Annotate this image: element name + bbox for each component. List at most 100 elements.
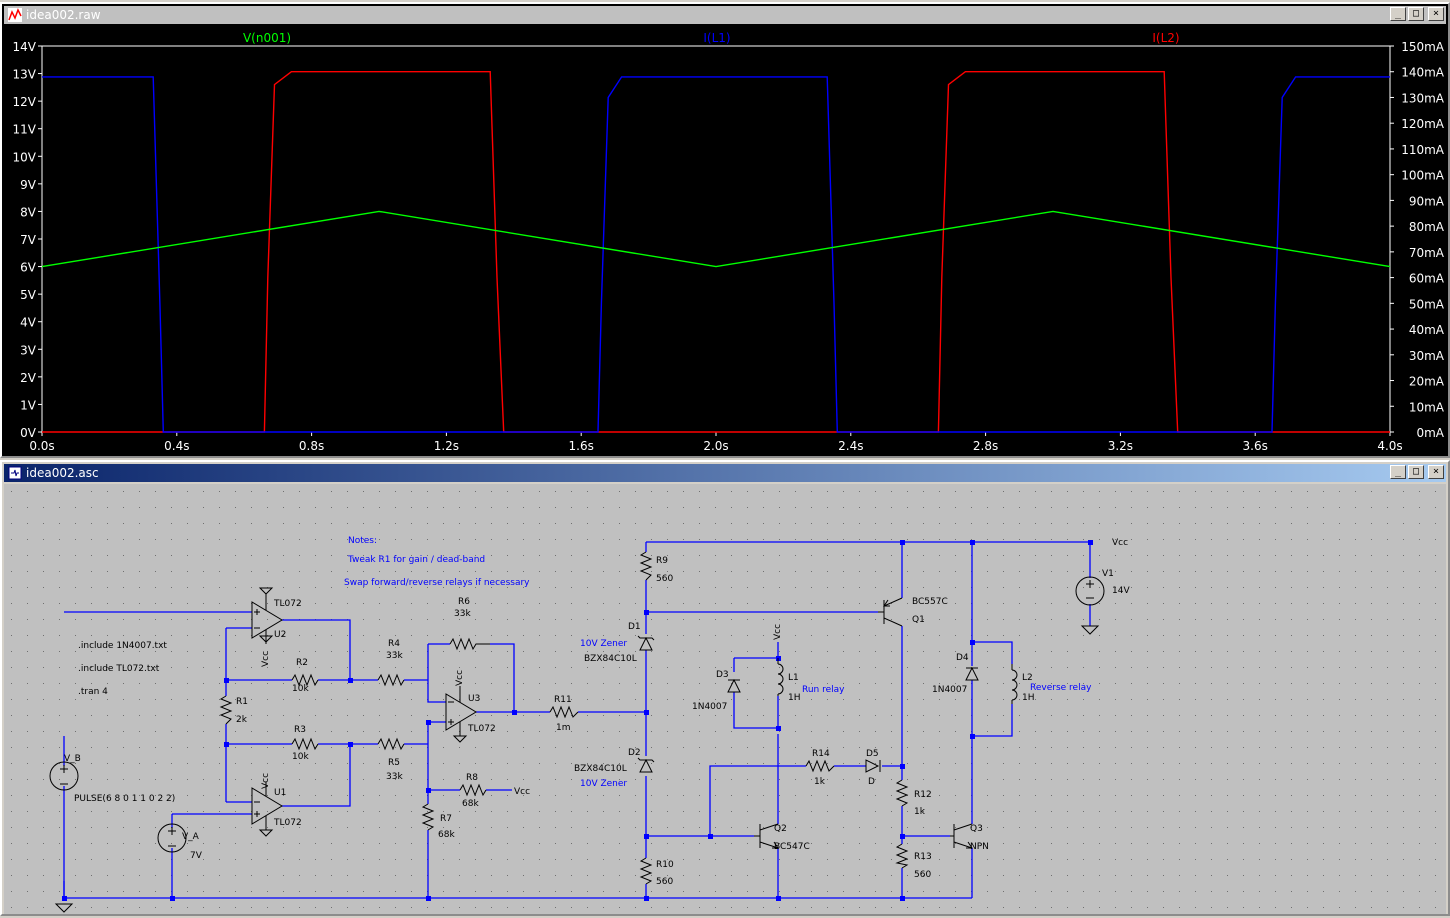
- transistor-q2: [754, 823, 779, 849]
- v1-label: V1: [1102, 569, 1114, 579]
- x-tick-label: 3.2s: [1108, 439, 1133, 453]
- r8-label: R8: [466, 773, 478, 783]
- maximize-button[interactable]: □: [1408, 465, 1424, 479]
- left-tick-label: 4V: [20, 316, 37, 330]
- right-tick-label: 60mA: [1409, 272, 1445, 286]
- directive-tran[interactable]: .tran 4: [78, 687, 108, 697]
- r7-label: R7: [440, 814, 452, 824]
- right-tick-label: 150mA: [1401, 40, 1445, 54]
- schematic-window[interactable]: idea002.asc _ □ ×: [0, 460, 1450, 916]
- x-tick-label: 0.8s: [299, 439, 324, 453]
- source-va: [157, 823, 187, 853]
- r5-label: R5: [388, 758, 400, 768]
- minimize-button[interactable]: _: [1390, 7, 1406, 21]
- q3-model: NPN: [970, 842, 989, 852]
- l1-value: 1H: [788, 693, 801, 703]
- x-tick-label: 0.4s: [164, 439, 189, 453]
- u2-model: TL072: [273, 599, 302, 609]
- r9-value: 560: [656, 574, 673, 584]
- vb-value[interactable]: PULSE(6 8 0 1 1 0 2 2): [74, 794, 175, 804]
- r1-value: 2k: [236, 715, 248, 725]
- source-v1: [1075, 576, 1105, 606]
- u1-model: TL072: [273, 818, 302, 828]
- right-tick-label: 30mA: [1409, 349, 1445, 363]
- traces: [41, 71, 1391, 433]
- vb-label: V_B: [64, 754, 81, 764]
- r1-label: R1: [236, 697, 248, 707]
- right-tick-label: 50mA: [1409, 297, 1445, 311]
- legend-v-n001[interactable]: V(n001): [243, 31, 291, 45]
- u1-label: U1: [274, 788, 286, 798]
- d4-model: 1N4007: [932, 685, 967, 695]
- u3-vcc-label: Vcc: [455, 670, 465, 686]
- left-tick-label: 2V: [20, 371, 37, 385]
- components: [49, 551, 1105, 913]
- right-tick-label: 0mA: [1416, 426, 1444, 440]
- plot-window-titlebar[interactable]: idea002.raw _ □ ×: [4, 6, 1446, 24]
- right-tick-label: 110mA: [1401, 143, 1445, 157]
- legend-i-l1[interactable]: I(L1): [703, 31, 730, 45]
- resistor-r2: [291, 673, 319, 687]
- inductor-l2: [1011, 664, 1018, 704]
- ground-main: [54, 903, 74, 913]
- left-tick-label: 11V: [13, 123, 37, 137]
- close-button[interactable]: ×: [1428, 7, 1444, 21]
- minimize-button[interactable]: _: [1390, 465, 1406, 479]
- schematic-window-titlebar[interactable]: idea002.asc _ □ ×: [4, 464, 1446, 482]
- q3-label: Q3: [970, 824, 983, 834]
- left-tick-label: 9V: [20, 178, 37, 192]
- directive-include-diode[interactable]: .include 1N4007.txt: [78, 641, 167, 651]
- right-tick-label: 40mA: [1409, 323, 1445, 337]
- trace-i-l2: [42, 71, 1390, 433]
- r2-label: R2: [296, 658, 308, 668]
- legend-i-l2[interactable]: I(L2): [1152, 31, 1179, 45]
- left-tick-label: 0V: [20, 426, 37, 440]
- x-tick-label: 2.0s: [703, 439, 728, 453]
- waveform-plot[interactable]: V(n001)I(L1)I(L2) 0V1V2V3V4V5V6V7V8V9V10…: [4, 26, 1446, 456]
- schematic-icon: [8, 466, 22, 480]
- d3-model: 1N4007: [692, 702, 727, 712]
- schematic-canvas[interactable]: Notes: Tweak R1 for gain / dead-band Swa…: [4, 484, 1446, 914]
- schematic-window-title: idea002.asc: [26, 466, 99, 480]
- va-label: V_A: [182, 832, 200, 842]
- right-tick-label: 90mA: [1409, 194, 1445, 208]
- u2-label: U2: [274, 630, 286, 640]
- d2-note: 10V Zener: [580, 779, 627, 789]
- r14-label: R14: [812, 749, 830, 759]
- resistor-r1: [219, 695, 233, 725]
- diode-d3: [727, 678, 741, 693]
- d2-model: BZX84C10L: [574, 764, 627, 774]
- schematic-labels: Notes: Tweak R1 for gain / dead-band Swa…: [64, 536, 1130, 887]
- va-value[interactable]: 7V: [190, 851, 203, 861]
- close-button[interactable]: ×: [1428, 465, 1444, 479]
- opamp-u3: [445, 686, 477, 743]
- vcc-net-label: Vcc: [1112, 538, 1128, 548]
- zener-d2: [637, 757, 655, 773]
- left-tick-label: 7V: [20, 233, 37, 247]
- note-line-2: Tweak R1 for gain / dead-band: [347, 555, 485, 565]
- q2-model: BC547C: [774, 842, 810, 852]
- d1-model: BZX84C10L: [584, 654, 637, 664]
- left-tick-label: 8V: [20, 205, 37, 219]
- v1-value[interactable]: 14V: [1112, 586, 1130, 596]
- right-tick-label: 10mA: [1409, 400, 1445, 414]
- maximize-button[interactable]: □: [1408, 7, 1424, 21]
- r2-value: 10k: [292, 684, 309, 694]
- r9-label: R9: [656, 556, 668, 566]
- x-tick-label: 1.6s: [569, 439, 594, 453]
- left-tick-label: 13V: [13, 68, 37, 82]
- r13-label: R13: [914, 852, 932, 862]
- note-line-3: Swap forward/reverse relays if necessary: [344, 578, 530, 588]
- resistor-r11: [549, 705, 579, 719]
- transistor-q3: [950, 823, 973, 849]
- trace-i-l1: [42, 76, 1390, 433]
- directive-include-opamp[interactable]: .include TL072.txt: [78, 664, 160, 674]
- plot-window-title: idea002.raw: [26, 8, 101, 22]
- r6-value: 33k: [454, 609, 471, 619]
- d3-label: D3: [716, 670, 729, 680]
- r13-value: 560: [914, 870, 931, 880]
- d5-value: D: [868, 777, 875, 787]
- transistor-q1: [878, 597, 903, 627]
